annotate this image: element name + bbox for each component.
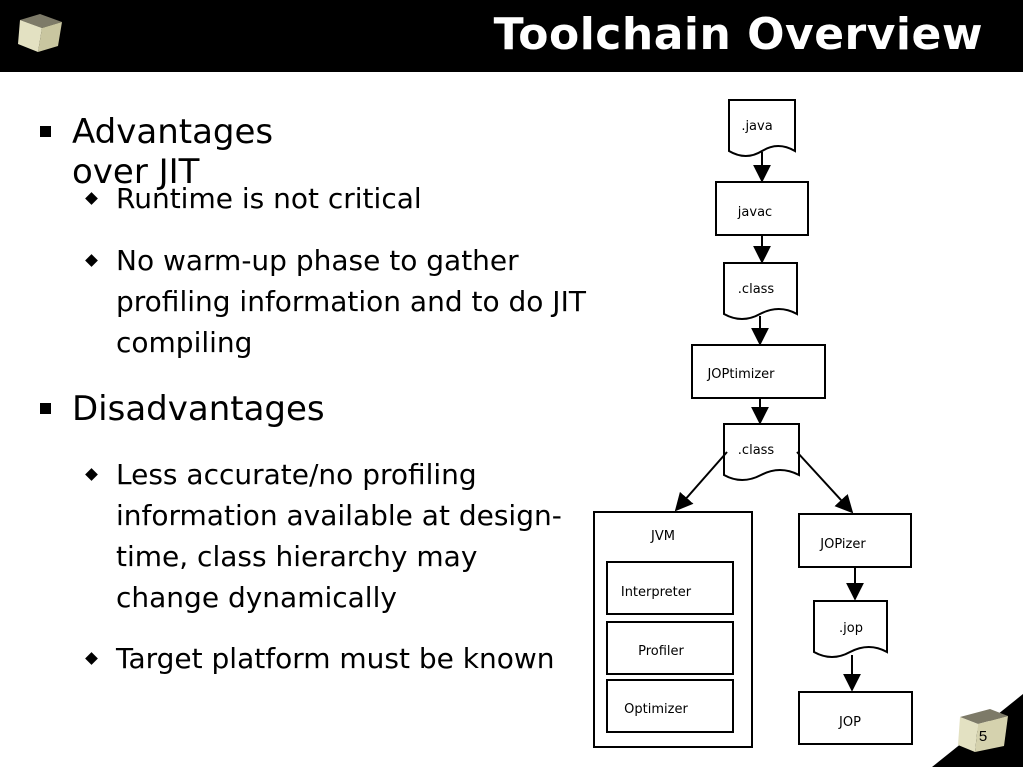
class-file-shape <box>723 262 798 320</box>
class-label: .class <box>738 443 775 458</box>
class-label: .class <box>738 282 775 297</box>
joptimizer-label: JOPtimizer <box>706 367 775 382</box>
flow-arrow <box>796 451 854 514</box>
class-file-shape <box>723 423 800 481</box>
sub-bullet-text: No warm-up phase to gather profiling inf… <box>116 244 586 359</box>
optimizer-box <box>606 679 734 733</box>
profiler-box <box>606 621 734 675</box>
flow-arrow <box>674 451 728 512</box>
square-bullet-icon <box>40 126 51 137</box>
sub-bullet: Runtime is not critical <box>85 178 586 219</box>
jopizer-box <box>798 513 912 568</box>
javac-label: javac <box>737 205 772 220</box>
sub-bullet: No warm-up phase to gather profiling inf… <box>85 240 586 363</box>
jopizer-label: JOPizer <box>819 537 866 552</box>
profiler-label: Profiler <box>638 644 684 659</box>
sub-bullet-text: Less accurate/no profiling information a… <box>116 458 562 614</box>
interpreter-box <box>606 561 734 615</box>
sub-bullet-text: Runtime is not critical <box>116 182 422 215</box>
bullet-disadvantages: Disadvantages <box>40 389 325 429</box>
bullet-heading: Advantages over JIT <box>72 112 274 192</box>
java-label: .java <box>741 119 772 134</box>
optimizer-label: Optimizer <box>624 702 688 717</box>
jop-box <box>798 691 913 745</box>
cube-page-icon <box>958 709 1008 752</box>
sub-bullet: Less accurate/no profiling information a… <box>85 454 586 618</box>
square-bullet-icon <box>40 403 51 414</box>
java-file-shape <box>728 99 796 157</box>
sub-bullet-text: Target platform must be known <box>116 642 555 675</box>
title-bar: Toolchain Overview <box>0 0 1023 72</box>
jop-label: JOP <box>838 715 861 730</box>
joptimizer-box <box>691 344 826 399</box>
bullet-advantages: Advantages over JIT <box>40 112 274 192</box>
jop-file-label: .jop <box>839 621 863 636</box>
jvm-label: JVM <box>650 529 675 544</box>
bullet-heading: Disadvantages <box>72 389 325 429</box>
jop-file-shape <box>813 600 888 658</box>
cube-logo-icon <box>18 14 62 52</box>
sub-bullet: Target platform must be known <box>85 638 586 679</box>
page-number: 5 <box>978 728 988 745</box>
slide-title: Toolchain Overview <box>493 9 983 60</box>
interpreter-label: Interpreter <box>621 585 692 600</box>
